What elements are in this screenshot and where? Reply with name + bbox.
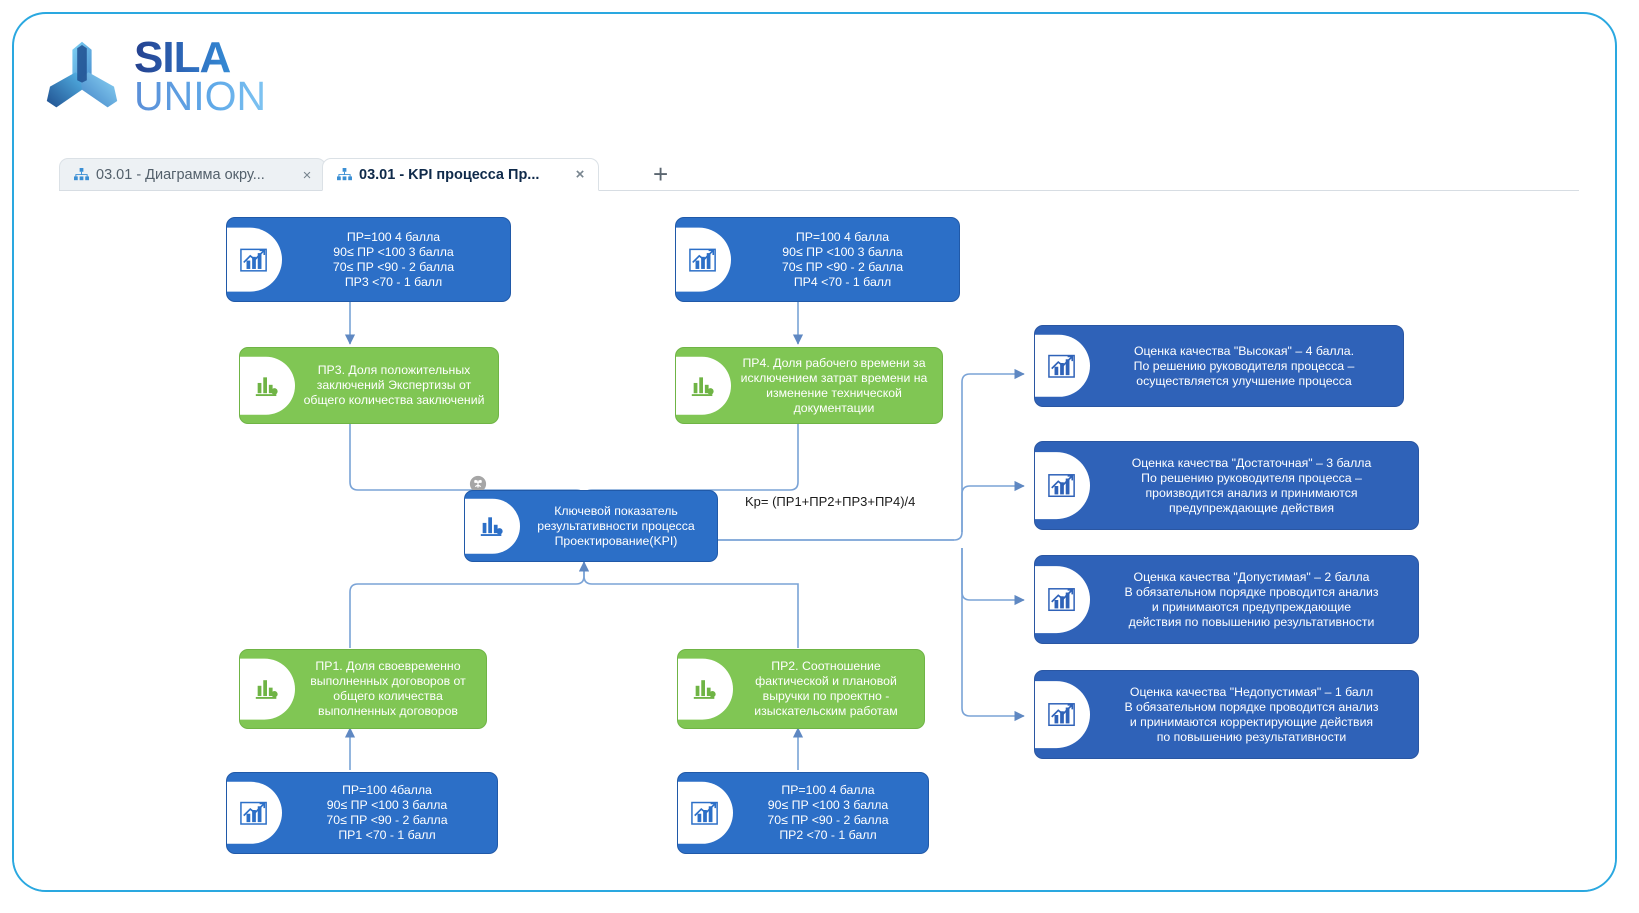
chart-arrow-icon <box>1035 680 1090 749</box>
tab-diagram-okruzheniya[interactable]: 03.01 - Диаграмма окру... × <box>59 158 326 191</box>
close-icon[interactable]: × <box>575 166 585 183</box>
node-scale-pr3[interactable]: ПР=100 4 балла 90≤ ПР <100 3 балла 70≤ П… <box>226 217 511 302</box>
node-text: ПР=100 4 балла 90≤ ПР <100 3 балла 70≤ П… <box>332 229 455 289</box>
close-icon[interactable]: × <box>302 166 312 184</box>
bar-chart-icon <box>678 658 733 720</box>
node-scale-pr4[interactable]: ПР=100 4 балла 90≤ ПР <100 3 балла 70≤ П… <box>675 217 960 302</box>
chart-arrow-icon <box>1035 565 1090 634</box>
tab-kpi-processa[interactable]: 03.01 - KPI процесса Пр... × <box>322 158 599 191</box>
node-pr1[interactable]: ПР1. Доля своевременно выполненных догов… <box>239 649 487 729</box>
chart-arrow-icon <box>227 781 282 845</box>
bar-chart-icon <box>676 356 731 415</box>
node-result-acceptable[interactable]: Оценка качества "Допустимая" – 2 балла В… <box>1034 555 1419 644</box>
chart-arrow-icon <box>227 227 282 292</box>
node-result-unacceptable[interactable]: Оценка качества "Недопустимая" – 1 балл … <box>1034 670 1419 759</box>
chart-arrow-icon <box>1035 451 1090 520</box>
node-text: ПР1. Доля своевременно выполненных догов… <box>310 659 466 718</box>
node-text: ПР=100 4 балла 90≤ ПР <100 3 балла 70≤ П… <box>781 229 904 289</box>
node-scale-pr2[interactable]: ПР=100 4 балла 90≤ ПР <100 3 балла 70≤ П… <box>677 772 929 854</box>
kpi-formula: Kp= (ПР1+ПР2+ПР3+ПР4)/4 <box>745 494 916 509</box>
node-text: Оценка качества "Допустимая" – 2 балла В… <box>1124 569 1379 629</box>
node-text: Оценка качества "Недопустимая" – 1 балл … <box>1124 684 1379 744</box>
brand-name-secondary: UNION <box>134 73 267 120</box>
node-pr4[interactable]: ПР4. Доля рабочего времени за исключение… <box>675 347 943 424</box>
node-text: Оценка качества "Достаточная" – 3 балла … <box>1131 455 1372 515</box>
diagram-icon <box>337 167 352 182</box>
diagram-canvas[interactable]: ПР=100 4 балла 90≤ ПР <100 3 балла 70≤ П… <box>14 192 1615 890</box>
node-scale-pr1[interactable]: ПР=100 4балла 90≤ ПР <100 3 балла 70≤ ПР… <box>226 772 498 854</box>
node-text: Ключевой показатель результативности про… <box>537 503 695 548</box>
node-pr3[interactable]: ПР3. Доля положительных заключений Экспе… <box>239 347 499 424</box>
tab-label: 03.01 - KPI процесса Пр... <box>359 166 540 183</box>
bar-chart-icon <box>240 658 295 720</box>
node-text: ПР2. Соотношение фактической и плановой … <box>754 659 898 718</box>
lock-icon <box>469 475 487 493</box>
tab-bar: 03.01 - Диаграмма окру... × 03.01 - KPI … <box>59 157 1579 191</box>
new-tab-button[interactable]: + <box>653 159 669 189</box>
brand-logo: SILA UNION <box>42 35 267 120</box>
sila-union-logo-icon <box>42 36 122 118</box>
node-result-sufficient[interactable]: Оценка качества "Достаточная" – 3 балла … <box>1034 441 1419 530</box>
bar-chart-icon <box>240 356 295 415</box>
tab-label: 03.01 - Диаграмма окру... <box>96 167 265 183</box>
application-window: SILA UNION 03.01 - Диаграмма окру... × 0… <box>12 12 1617 892</box>
node-text: ПР3. Доля положительных заключений Экспе… <box>303 363 485 407</box>
brand-name-primary: SILA <box>134 35 266 80</box>
node-text: ПР=100 4балла 90≤ ПР <100 3 балла 70≤ ПР… <box>326 783 448 842</box>
node-result-high[interactable]: Оценка качества "Высокая" – 4 балла. По … <box>1034 325 1404 407</box>
node-text: ПР=100 4 балла 90≤ ПР <100 3 балла 70≤ П… <box>767 783 889 842</box>
chart-arrow-icon <box>1035 334 1090 398</box>
chart-arrow-icon <box>676 227 731 292</box>
node-text: ПР4. Доля рабочего времени за исключение… <box>740 355 928 415</box>
node-text: Оценка качества "Высокая" – 4 балла. По … <box>1133 343 1355 388</box>
chart-arrow-icon <box>678 781 733 845</box>
bar-chart-icon <box>465 498 520 554</box>
diagram-icon <box>74 168 89 182</box>
node-kpi[interactable]: Ключевой показатель результативности про… <box>464 490 718 562</box>
node-pr2[interactable]: ПР2. Соотношение фактической и плановой … <box>677 649 925 729</box>
